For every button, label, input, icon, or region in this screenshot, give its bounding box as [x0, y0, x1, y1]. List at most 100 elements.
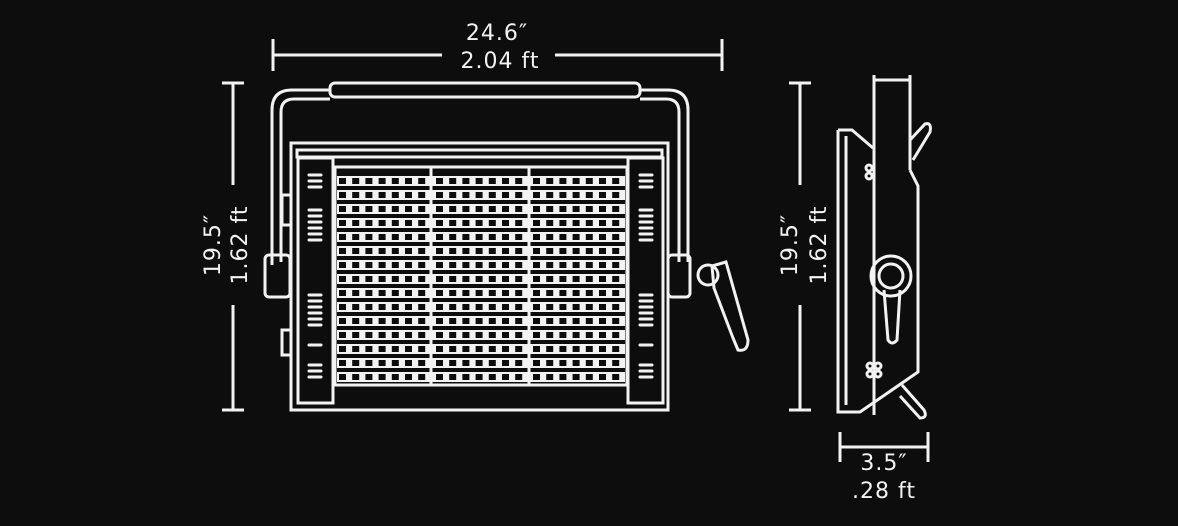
- led: [515, 234, 523, 240]
- led: [365, 374, 373, 380]
- led: [436, 248, 443, 254]
- width-feet-label: 2.04 ft: [461, 49, 540, 74]
- led: [339, 206, 346, 212]
- led: [515, 178, 523, 184]
- led: [599, 304, 606, 310]
- led: [391, 220, 399, 226]
- led: [475, 374, 483, 380]
- led: [612, 276, 620, 282]
- led: [559, 234, 567, 240]
- led: [378, 178, 386, 184]
- led: [572, 360, 580, 366]
- led: [462, 318, 470, 324]
- led: [378, 374, 386, 380]
- led: [391, 276, 399, 282]
- led: [352, 318, 360, 324]
- led: [405, 220, 412, 226]
- led: [559, 360, 567, 366]
- led: [585, 206, 593, 212]
- led: [462, 332, 470, 338]
- led: [502, 332, 509, 338]
- led: [462, 360, 470, 366]
- led: [572, 192, 580, 198]
- led: [405, 360, 412, 366]
- led: [502, 318, 509, 324]
- led: [502, 206, 509, 212]
- led: [546, 178, 554, 184]
- left-side-panel: [296, 156, 335, 405]
- led: [365, 178, 373, 184]
- led: [546, 346, 554, 352]
- led: [572, 318, 580, 324]
- led: [378, 290, 386, 296]
- led: [378, 262, 386, 268]
- led: [365, 192, 373, 198]
- led: [546, 192, 554, 198]
- led: [352, 248, 360, 254]
- led: [405, 206, 412, 212]
- led: [339, 262, 346, 268]
- led: [391, 290, 399, 296]
- led: [405, 262, 412, 268]
- led: [612, 318, 620, 324]
- depth-dimension-line: [838, 432, 930, 462]
- led: [585, 360, 593, 366]
- led: [462, 304, 470, 310]
- led: [515, 374, 523, 380]
- led: [559, 374, 567, 380]
- led: [378, 220, 386, 226]
- led: [546, 248, 554, 254]
- front-height-inches-label: 19.5″: [201, 214, 226, 276]
- led: [405, 234, 412, 240]
- led: [352, 178, 360, 184]
- led: [585, 332, 593, 338]
- led: [475, 192, 483, 198]
- led: [339, 276, 346, 282]
- led: [612, 262, 620, 268]
- led: [599, 332, 606, 338]
- led: [436, 206, 443, 212]
- led: [546, 332, 554, 338]
- led: [559, 346, 567, 352]
- led: [515, 220, 523, 226]
- led: [546, 374, 554, 380]
- led: [488, 234, 496, 240]
- side-lock-lever: [882, 289, 902, 345]
- led: [502, 220, 509, 226]
- led: [559, 206, 567, 212]
- led: [462, 192, 470, 198]
- side-height-inches-label: 19.5″: [778, 214, 803, 276]
- led: [612, 360, 620, 366]
- led: [378, 276, 386, 282]
- led: [585, 318, 593, 324]
- led: [391, 346, 399, 352]
- led: [449, 206, 457, 212]
- led: [533, 234, 540, 240]
- led: [378, 360, 386, 366]
- led: [488, 318, 496, 324]
- led: [559, 220, 567, 226]
- led: [585, 192, 593, 198]
- led: [418, 234, 426, 240]
- led: [585, 290, 593, 296]
- led: [449, 346, 457, 352]
- led: [515, 332, 523, 338]
- led: [449, 360, 457, 366]
- led: [475, 206, 483, 212]
- led: [515, 262, 523, 268]
- led: [612, 374, 620, 380]
- led: [559, 318, 567, 324]
- led: [339, 220, 346, 226]
- led: [488, 304, 496, 310]
- led: [585, 220, 593, 226]
- led: [391, 234, 399, 240]
- led: [599, 276, 606, 282]
- led: [418, 178, 426, 184]
- led: [533, 192, 540, 198]
- led: [436, 290, 443, 296]
- led: [339, 374, 346, 380]
- led: [533, 332, 540, 338]
- led: [559, 262, 567, 268]
- led: [488, 276, 496, 282]
- led: [391, 360, 399, 366]
